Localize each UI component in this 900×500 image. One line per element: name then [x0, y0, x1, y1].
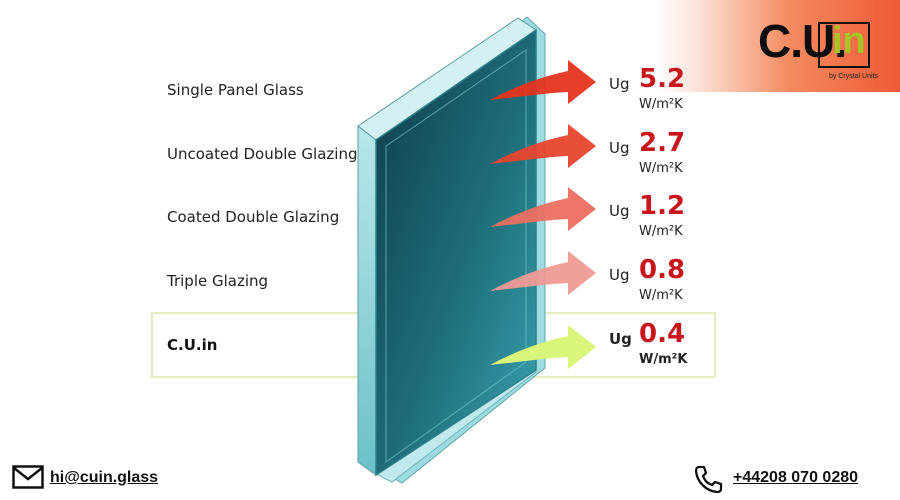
logo-tagline: by Crystal Units — [828, 73, 878, 80]
ug-value-2: 2.7 — [639, 128, 686, 158]
phone-icon — [694, 465, 723, 494]
phone-link[interactable]: +44208 070 0280 — [733, 469, 859, 486]
heat-arrows — [490, 60, 596, 369]
ug-unit-5: W/m²K — [639, 352, 688, 367]
logo-text: C.U. — [758, 15, 847, 67]
ug-value-1: 5.2 — [639, 64, 686, 94]
ug-label-4: Ug — [609, 266, 630, 284]
row-label-cuin: C.U.in — [167, 336, 218, 354]
ug-label-5: Ug — [609, 330, 632, 348]
ug-value-5: 0.4 — [639, 319, 686, 349]
logo-background — [655, 0, 900, 92]
ug-value-3: 1.2 — [639, 191, 686, 221]
heat-arrow-5 — [490, 325, 596, 369]
row-label-uncoated-double: Uncoated Double Glazing — [167, 145, 358, 163]
row-label-coated-double: Coated Double Glazing — [167, 208, 340, 226]
glass-edge-left — [357, 124, 377, 476]
ug-label-2: Ug — [609, 139, 630, 157]
heat-arrow-3 — [490, 187, 596, 231]
envelope-icon — [12, 465, 44, 489]
email-link[interactable]: hi@cuin.glass — [50, 469, 159, 486]
glass-inner-frame — [385, 49, 527, 463]
ug-value-4: 0.8 — [639, 255, 686, 285]
heat-arrow-2 — [490, 124, 596, 168]
ug-label-3: Ug — [609, 202, 630, 220]
heat-arrow-4 — [490, 251, 596, 295]
ug-unit-4: W/m²K — [639, 288, 683, 303]
row-label-triple: Triple Glazing — [167, 272, 269, 290]
row-label-single-panel: Single Panel Glass — [167, 81, 304, 99]
ug-unit-1: W/m²K — [639, 97, 683, 112]
ug-unit-3: W/m²K — [639, 224, 683, 239]
logo-suffix: in — [832, 20, 866, 62]
ug-label-1: Ug — [609, 75, 630, 93]
ug-unit-2: W/m²K — [639, 161, 683, 176]
logo-frame — [818, 22, 870, 68]
heat-arrow-1 — [490, 60, 596, 104]
